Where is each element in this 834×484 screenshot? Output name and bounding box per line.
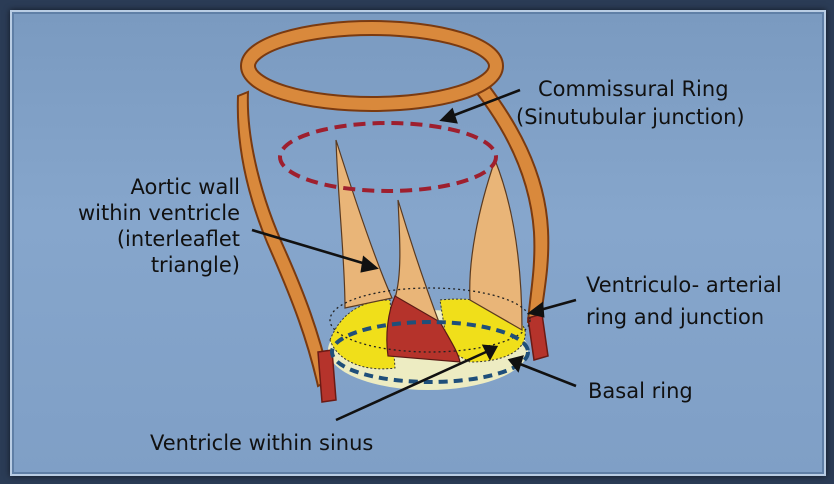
- label-ventricle-within-sinus: Ventricle within sinus: [150, 430, 373, 456]
- right-ventricle-cuff: [528, 314, 548, 360]
- leaflet-right: [470, 160, 522, 330]
- arrow-ventriculo-arterial: [540, 300, 576, 310]
- commissural-ring-dashed: [280, 123, 496, 191]
- arrow-basal: [520, 364, 576, 386]
- label-interleaflet: (interleaflet: [40, 226, 240, 252]
- label-ventriculo-arterial: Ventriculo- arterial: [586, 272, 782, 298]
- left-ventricle-cuff: [318, 350, 336, 402]
- leaflet-left: [336, 140, 392, 308]
- label-aortic-wall: Aortic wall: [40, 174, 240, 200]
- label-sinutubular-junction: (Sinutubular junction): [516, 104, 745, 130]
- label-basal-ring: Basal ring: [588, 378, 693, 404]
- arrowhead-commissural: [442, 110, 456, 122]
- label-triangle: triangle): [40, 252, 240, 278]
- label-commissural-ring: Commissural Ring: [538, 76, 729, 102]
- label-within-ventricle: within ventricle: [40, 200, 240, 226]
- sinutubular-top-ring-fill: [248, 28, 496, 104]
- label-ring-and-junction: ring and junction: [586, 304, 764, 330]
